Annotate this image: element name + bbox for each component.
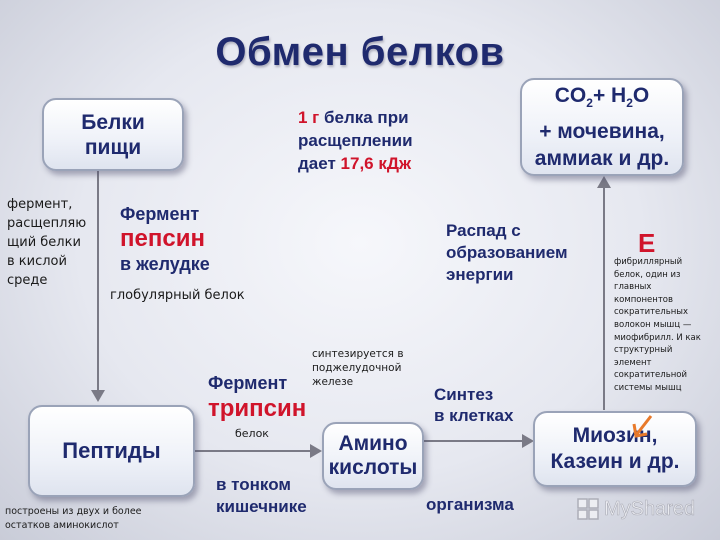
food-proteins-box: Белки пищи [42, 98, 184, 171]
arrow-head-down [91, 390, 105, 402]
pepsin-label: Фермент пепсин в желудке [120, 204, 210, 274]
box-label: Пептиды [62, 438, 161, 463]
synthesis-label-end: организма [426, 495, 514, 514]
co2-h2o-line: CO2+ H2O [554, 84, 650, 111]
box-label: Белки [81, 110, 145, 134]
peptides-box: Пептиды [28, 405, 195, 497]
annotation-arrow-icon [632, 415, 653, 438]
peptide-definition-note: построены из двух и более остатков амино… [5, 506, 142, 531]
box-label: кислоты [328, 456, 418, 479]
trypsin-label: Фермент трипсин [208, 373, 307, 422]
amino-acids-box: Амино кислоты [322, 422, 424, 490]
globular-protein-note: глобулярный белок [110, 288, 245, 303]
watermark-logo-icon [577, 498, 599, 520]
box-label: Миозин, [572, 424, 658, 447]
box-label: аммиак и др. [534, 146, 670, 170]
arrow-amino-to-myosin [424, 440, 524, 442]
pepsin-definition-note: фермент, расщепляю щий белки в кислой ср… [7, 197, 87, 288]
arrow-head-up [597, 176, 611, 188]
products-box: CO2+ H2O + мочевина, аммиак и др. [520, 78, 684, 176]
arrow-head-right [522, 434, 534, 448]
box-label: Амино [338, 432, 408, 455]
watermark: MyShared [576, 497, 695, 521]
protein-note: белок [235, 427, 269, 440]
arrow-peptides-to-amino [194, 450, 312, 452]
box-label: пищи [84, 135, 142, 159]
arrow-head-right [310, 444, 322, 458]
energy-symbol: Е [638, 228, 656, 258]
myosin-definition-note: фибриллярный белок, один из главных комп… [614, 257, 701, 393]
arrow-food-to-peptides [97, 171, 99, 393]
energy-fact: 1 г белка при расщеплении дает 17,6 кДж [298, 108, 413, 173]
trypsin-location: в тонком кишечнике [216, 475, 307, 516]
box-label: + мочевина, [539, 119, 665, 143]
synthesis-label: Синтез в клетках [434, 385, 514, 425]
pancreas-note: синтезируется в поджелудочной железе [312, 348, 404, 388]
slide-title: Обмен белков [215, 30, 505, 74]
arrow-myosin-to-products [603, 186, 605, 410]
myosin-box: Миозин, Казеин и др. [533, 411, 697, 487]
box-label: Казеин и др. [550, 450, 680, 473]
decay-label: Распад с образованием энергии [446, 221, 568, 284]
